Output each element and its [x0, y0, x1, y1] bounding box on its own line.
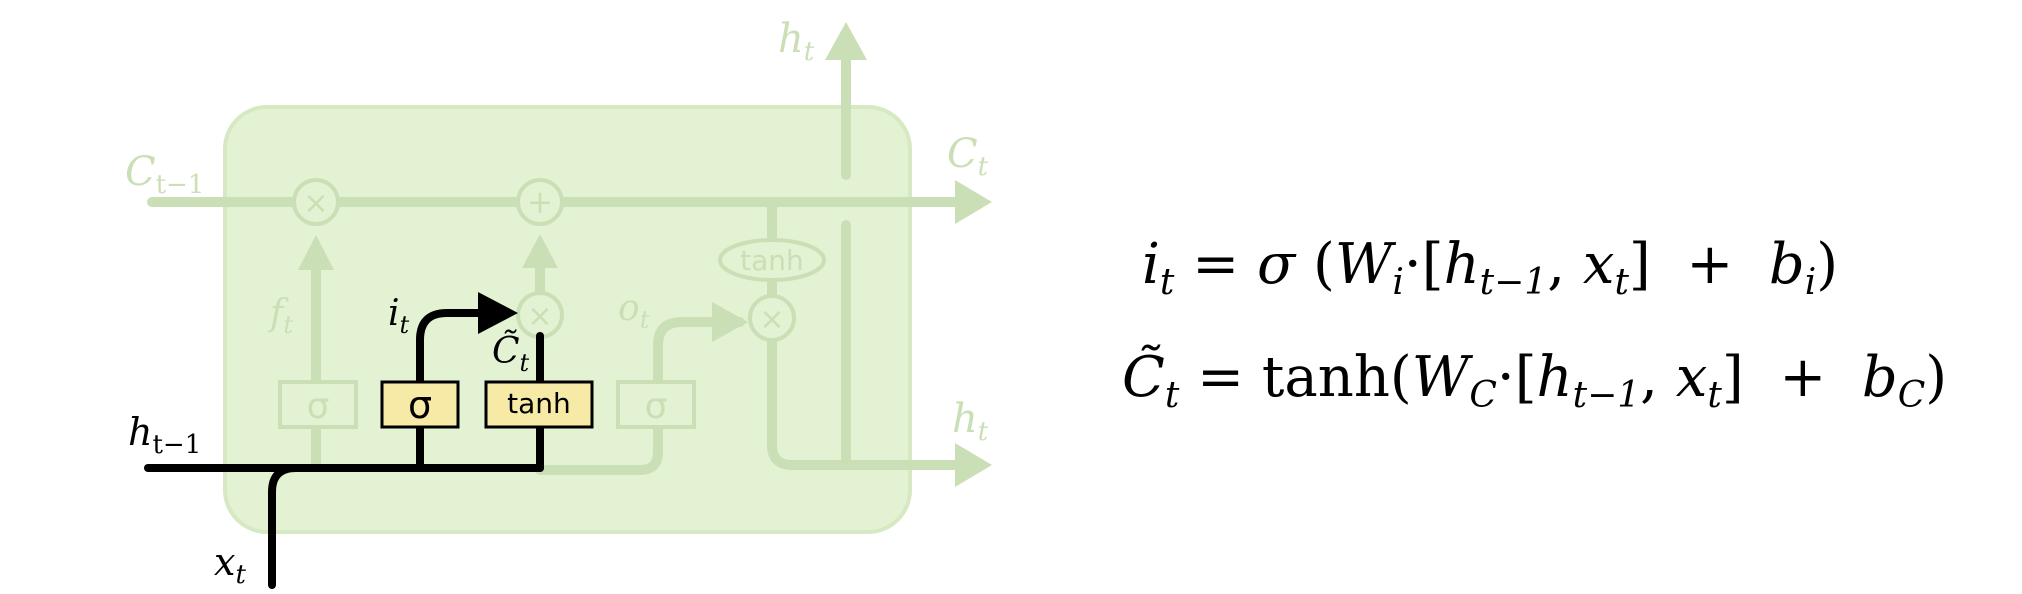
eq2-lhs: C̃	[1122, 345, 1165, 410]
eq1-open: (	[1312, 232, 1335, 297]
eq1-b-sub: i	[1804, 261, 1817, 303]
label-c-tilde: C̃t	[492, 330, 530, 377]
label-c-prev: Ct−1	[125, 149, 204, 200]
equation-input-gate: it = σ (Wi·[ht−1, xt] + bi)	[1142, 237, 1838, 301]
arrow-ht-top	[825, 22, 867, 60]
label-x-in: xt	[214, 540, 246, 590]
candidate-gate-box	[484, 380, 594, 429]
arrow-ct	[955, 180, 992, 224]
label-h-right: ht	[952, 396, 989, 447]
candidate-gate-label: tanh	[507, 387, 571, 420]
input-gate-arrowhead	[478, 292, 518, 334]
eq1-h-sub: t−1	[1479, 261, 1548, 303]
eq1-lhs: i	[1142, 232, 1160, 297]
eq1-w: W	[1334, 232, 1393, 297]
output-to-ht-path	[767, 333, 965, 470]
eq2-b-sub: C	[1897, 374, 1926, 416]
forget-multiply-symbol: ×	[303, 186, 328, 221]
eq2-x-sub: t	[1707, 374, 1722, 416]
forget-gate-label: σ	[307, 386, 330, 427]
label-o-t: ot	[618, 288, 650, 334]
arrow-forget	[298, 235, 334, 270]
eq1-dot: ·	[1403, 232, 1422, 297]
faded-arrowheads	[298, 22, 992, 487]
eq2-close: )	[1925, 345, 1948, 410]
eq1-fn: σ	[1256, 232, 1296, 297]
eq1-b: b	[1768, 232, 1805, 297]
eq2-fn: tanh	[1261, 345, 1390, 410]
equation-candidate: C̃t = tanh(WC·[ht−1, xt] + bC)	[1122, 350, 1947, 414]
output-gate-label: σ	[645, 386, 668, 427]
eq1-equals: =	[1192, 232, 1240, 297]
eq2-w-sub: C	[1469, 374, 1497, 416]
eq1-w-sub: i	[1392, 261, 1404, 303]
forget-gate-box	[278, 380, 358, 429]
eq1-rb: ]	[1628, 232, 1651, 297]
eq2-x: x	[1675, 345, 1708, 410]
eq2-open: (	[1389, 345, 1412, 410]
input-gate-output	[416, 309, 486, 386]
input-gate-label: σ	[408, 383, 432, 427]
add-op	[516, 178, 564, 226]
eq2-w: W	[1411, 345, 1470, 410]
arrow-output	[712, 302, 748, 342]
eq1-lb: [	[1421, 232, 1444, 297]
cell-tanh-label: tanh	[740, 244, 804, 277]
output-gate-box	[616, 380, 696, 429]
arrow-ht-right	[955, 443, 992, 487]
eq1-h: h	[1443, 232, 1480, 297]
label-h-top: ht	[778, 16, 815, 67]
eq2-lhs-sub: t	[1164, 374, 1180, 416]
eq1-comma: ,	[1547, 232, 1566, 297]
eq1-close: )	[1816, 232, 1839, 297]
label-i-t: it	[388, 293, 410, 339]
x-input-line	[268, 464, 300, 589]
eq2-b: b	[1861, 345, 1898, 410]
eq1-x: x	[1582, 232, 1615, 297]
eq2-dot: ·	[1496, 345, 1515, 410]
eq2-h-sub: t−1	[1572, 374, 1641, 416]
lstm-input-gate-diagram: × + × × tanh σ σ Ct−1 Ct ht ht ft ot	[125, 16, 992, 590]
eq1-plus: +	[1686, 232, 1734, 297]
input-multiply-symbol: ×	[527, 299, 552, 334]
label-h-prev: ht−1	[128, 410, 201, 460]
eq1-lhs-sub: t	[1159, 261, 1175, 303]
label-c-next: Ct	[947, 131, 989, 182]
eq2-equals: =	[1197, 345, 1245, 410]
add-symbol: +	[527, 183, 554, 221]
eq1-x-sub: t	[1614, 261, 1629, 303]
active-gates: σ tanh	[380, 380, 594, 429]
cell-tanh-op	[718, 238, 826, 282]
output-multiply-op	[748, 294, 796, 342]
eq2-rb: ]	[1721, 345, 1744, 410]
active-paths	[144, 309, 544, 589]
faded-gates: σ σ	[278, 380, 696, 429]
eq2-plus: +	[1779, 345, 1827, 410]
eq2-lb: [	[1514, 345, 1537, 410]
forget-multiply-op	[292, 178, 340, 226]
active-labels: ht−1 xt it C̃t	[128, 293, 530, 590]
eq2-comma: ,	[1640, 345, 1658, 410]
faded-operators: × + × × tanh	[292, 178, 826, 342]
arrow-add	[522, 234, 558, 268]
eq2-h: h	[1536, 345, 1573, 410]
output-multiply-symbol: ×	[759, 302, 784, 337]
input-gate-box	[380, 380, 460, 429]
